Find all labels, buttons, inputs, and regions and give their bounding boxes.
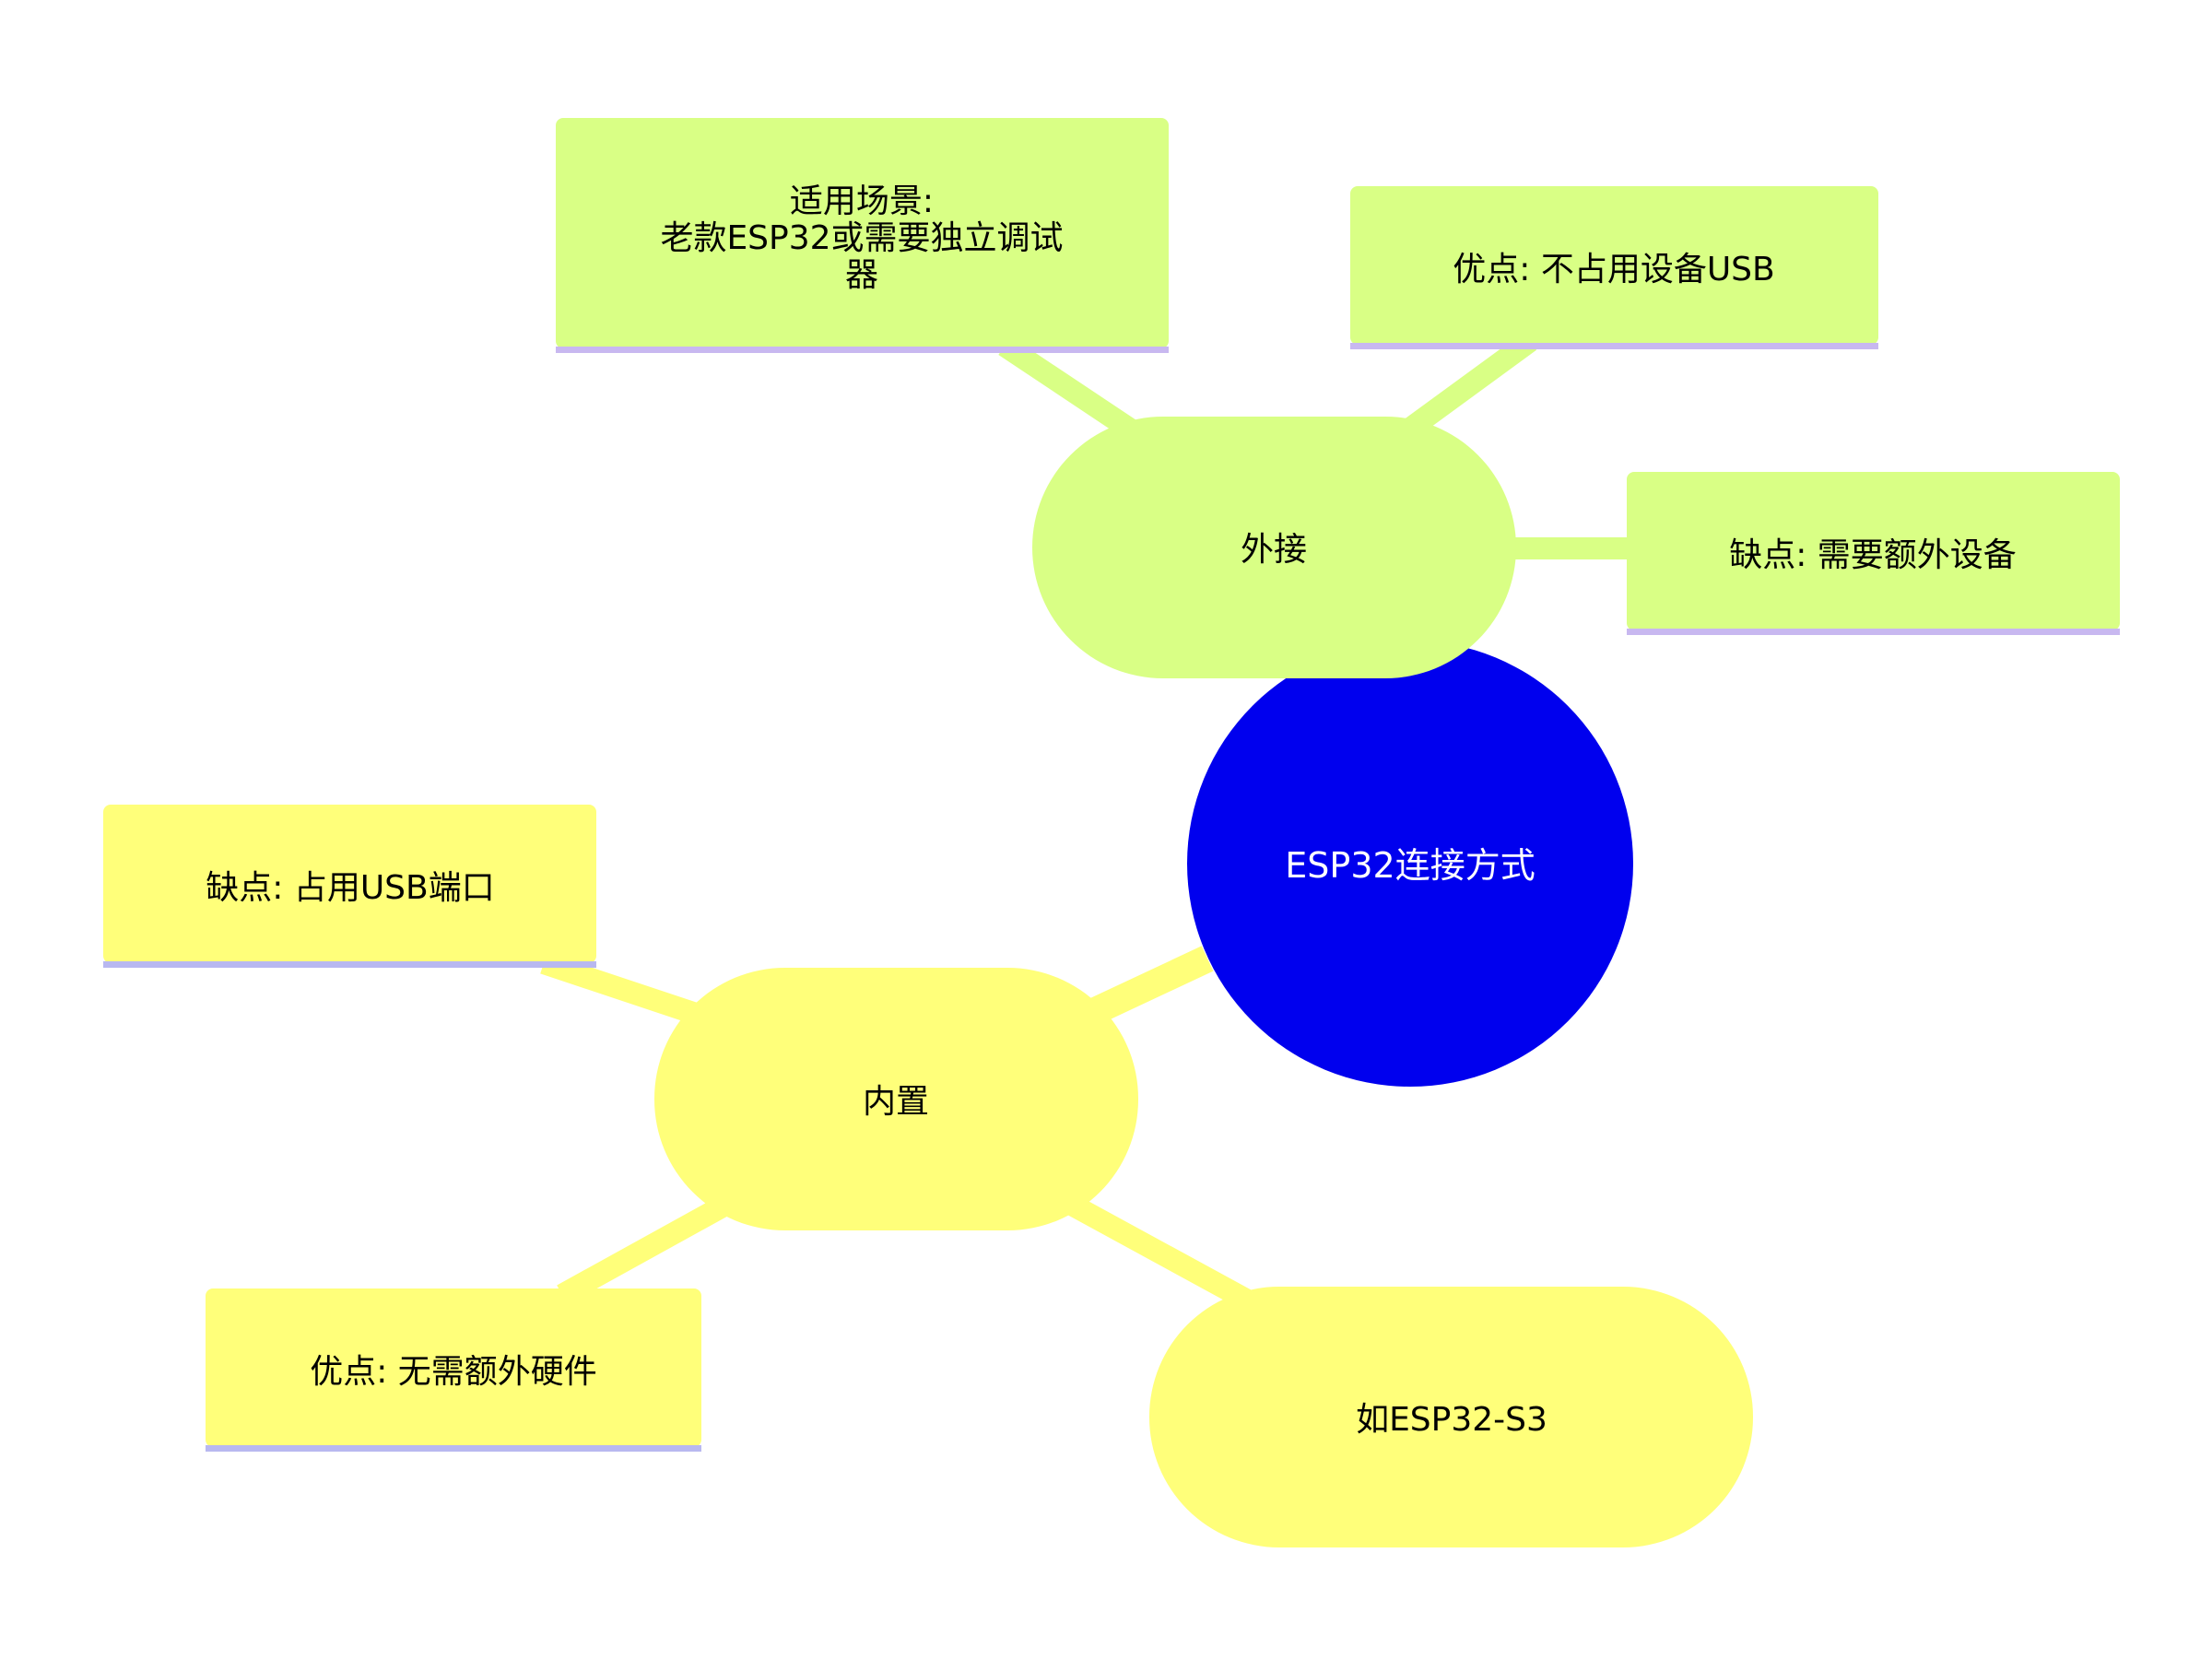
leaf-underline	[1627, 629, 2120, 635]
leaf-underline	[1350, 343, 1878, 349]
leaf-label-line3: 器	[845, 256, 878, 294]
root-label: ESP32连接方式	[1285, 845, 1535, 886]
leaf-external-con[interactable]: 缺点: 需要额外设备	[1627, 472, 2120, 635]
edge-external-scenario	[998, 336, 1149, 447]
root-node[interactable]: ESP32连接方式	[1187, 641, 1633, 1087]
edge-builtin-con	[540, 952, 713, 1030]
leaf-builtin-con[interactable]: 缺点: 占用USB端口	[103, 805, 596, 968]
branch-builtin[interactable]: 内置	[654, 968, 1138, 1230]
leaf-label: 优点: 无需额外硬件	[310, 1353, 597, 1391]
edge-builtin-example	[1054, 1188, 1268, 1319]
branch-builtin-shape	[654, 968, 1138, 1230]
leaf-label-line2: 老款ESP32或需要独立调试	[660, 219, 1063, 257]
leaf-label: 缺点: 需要额外设备	[1729, 536, 2017, 574]
leaf-underline	[103, 961, 596, 968]
leaf-underline	[556, 347, 1169, 353]
leaf-box	[206, 1288, 701, 1447]
leaf-label: 优点: 不占用设备USB	[1453, 251, 1774, 288]
branch-external[interactable]: 外接	[1032, 417, 1516, 678]
branch-external-label: 外接	[1241, 531, 1307, 569]
leaf-external-scenario[interactable]: 适用场景: 老款ESP32或需要独立调试 器	[556, 118, 1169, 353]
leaf-box	[1627, 472, 2120, 630]
branch-external-shape	[1032, 417, 1516, 678]
leaf-underline	[206, 1445, 701, 1452]
leaf-box	[1350, 186, 1878, 345]
leaf-box	[103, 805, 596, 963]
leaf-builtin-pro[interactable]: 优点: 无需额外硬件	[206, 1288, 701, 1452]
leaf-builtin-example[interactable]: 如ESP32-S3	[1149, 1287, 1753, 1547]
root-circle	[1187, 641, 1633, 1087]
edge-external-pro	[1403, 332, 1537, 438]
branch-builtin-label: 内置	[863, 1083, 929, 1121]
leaf-box	[556, 118, 1169, 348]
leaf-label: 如ESP32-S3	[1356, 1401, 1547, 1439]
leaf-label: 缺点: 占用USB端口	[206, 869, 494, 907]
leaf-label-line1: 适用场景:	[790, 182, 934, 220]
leaf-box	[1149, 1287, 1753, 1547]
edge-builtin-pro	[557, 1188, 743, 1305]
leaf-external-pro[interactable]: 优点: 不占用设备USB	[1350, 186, 1878, 349]
